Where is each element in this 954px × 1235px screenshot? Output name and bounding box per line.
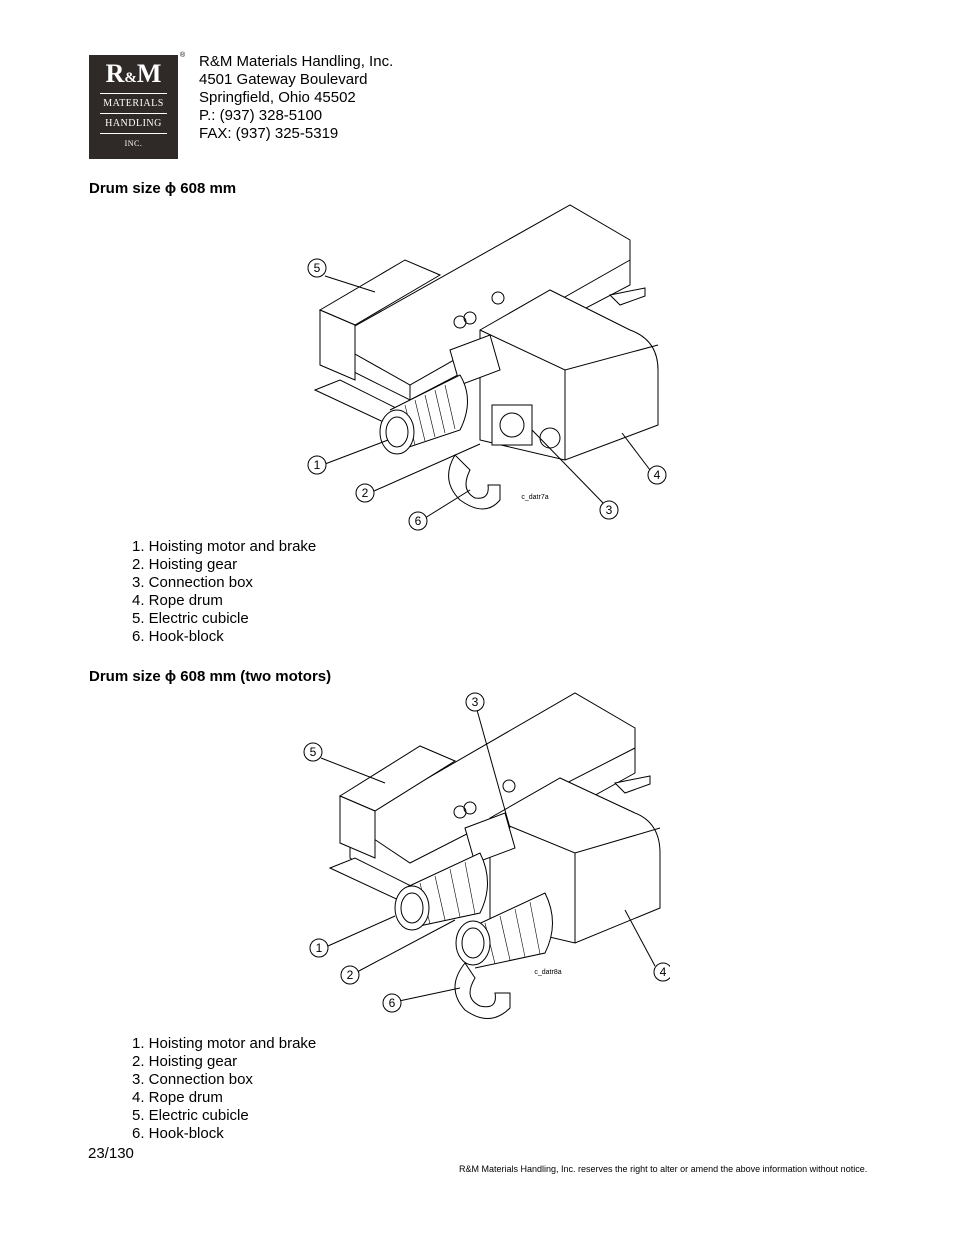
section-heading: Drum size ϕ 608 mm (two motors) bbox=[89, 668, 332, 685]
callout-label: 3 bbox=[606, 503, 613, 517]
list-item: 5. Electric cubicle bbox=[132, 1107, 249, 1124]
callout-6 bbox=[382, 993, 402, 1013]
list-item: 2. Hoisting gear bbox=[132, 556, 238, 573]
logo-word-2: HANDLING bbox=[105, 118, 162, 129]
page-number: 23/130 bbox=[88, 1145, 134, 1162]
list-item: 1. Hoisting motor and brake bbox=[132, 538, 317, 555]
logo-divider bbox=[100, 113, 167, 114]
callout-6 bbox=[408, 511, 428, 531]
list-item: 3. Connection box bbox=[132, 574, 253, 591]
hoist-drawing-single-motor: 5 1 2 6 3 4 c_datr7a bbox=[307, 204, 667, 531]
parts-list: 1. Hoisting motor and brake 2. Hoisting … bbox=[132, 1035, 316, 1143]
callout-4 bbox=[647, 465, 667, 485]
callout-2 bbox=[340, 965, 360, 985]
callout-5 bbox=[307, 258, 327, 278]
callout-label: 2 bbox=[347, 968, 354, 982]
address-line: 4501 Gateway Boulevard bbox=[199, 71, 368, 88]
callout-3 bbox=[465, 692, 485, 712]
callout-label: 6 bbox=[415, 514, 422, 528]
callout-2 bbox=[355, 483, 375, 503]
callout-label: 1 bbox=[316, 941, 323, 955]
company-address: R&M Materials Handling, Inc. 4501 Gatewa… bbox=[199, 53, 393, 143]
figure-code: c_datr7a bbox=[521, 494, 548, 501]
company-logo: R&M MATERIALS HANDLING INC. bbox=[89, 55, 178, 159]
logo-rm: R&M bbox=[105, 59, 162, 88]
logo-word-3: INC. bbox=[124, 139, 143, 148]
callout-label: 3 bbox=[472, 695, 479, 709]
callout-label: 5 bbox=[310, 745, 317, 759]
list-item: 1. Hoisting motor and brake bbox=[132, 1035, 317, 1052]
parts-list: 1. Hoisting motor and brake 2. Hoisting … bbox=[132, 538, 316, 646]
callout-label: 5 bbox=[314, 261, 321, 275]
list-item: 5. Electric cubicle bbox=[132, 610, 249, 627]
callout-label: 1 bbox=[314, 458, 321, 472]
logo-divider bbox=[100, 93, 167, 94]
callout-label: 4 bbox=[654, 468, 661, 482]
hoist-drawing-two-motors: 5 3 1 2 6 4 c_datr8a bbox=[303, 692, 670, 1019]
address-line: Springfield, Ohio 45502 bbox=[199, 89, 356, 106]
registered-mark: ® bbox=[180, 52, 186, 59]
callout-label: 2 bbox=[362, 486, 369, 500]
list-item: 4. Rope drum bbox=[132, 1089, 223, 1106]
list-item: 6. Hook-block bbox=[132, 1125, 224, 1142]
callout-4 bbox=[653, 962, 670, 982]
logo-divider bbox=[100, 133, 167, 134]
figure-code: c_datr8a bbox=[534, 969, 561, 976]
footer-disclaimer: R&M Materials Handling, Inc. reserves th… bbox=[459, 1164, 868, 1174]
section-heading: Drum size ϕ 608 mm bbox=[89, 180, 237, 197]
callout-5 bbox=[303, 742, 323, 762]
callout-1 bbox=[309, 938, 329, 958]
list-item: 6. Hook-block bbox=[132, 628, 224, 645]
address-line: P.: (937) 328-5100 bbox=[199, 107, 323, 124]
callout-3 bbox=[599, 500, 619, 520]
address-line: FAX: (937) 325-5319 bbox=[199, 125, 339, 142]
list-item: 2. Hoisting gear bbox=[132, 1053, 238, 1070]
logo-word-1: MATERIALS bbox=[103, 98, 164, 109]
callout-label: 6 bbox=[389, 996, 396, 1010]
list-item: 4. Rope drum bbox=[132, 592, 223, 609]
callout-1 bbox=[307, 455, 327, 475]
list-item: 3. Connection box bbox=[132, 1071, 253, 1088]
address-line: R&M Materials Handling, Inc. bbox=[199, 53, 394, 70]
callout-label: 4 bbox=[660, 965, 667, 979]
